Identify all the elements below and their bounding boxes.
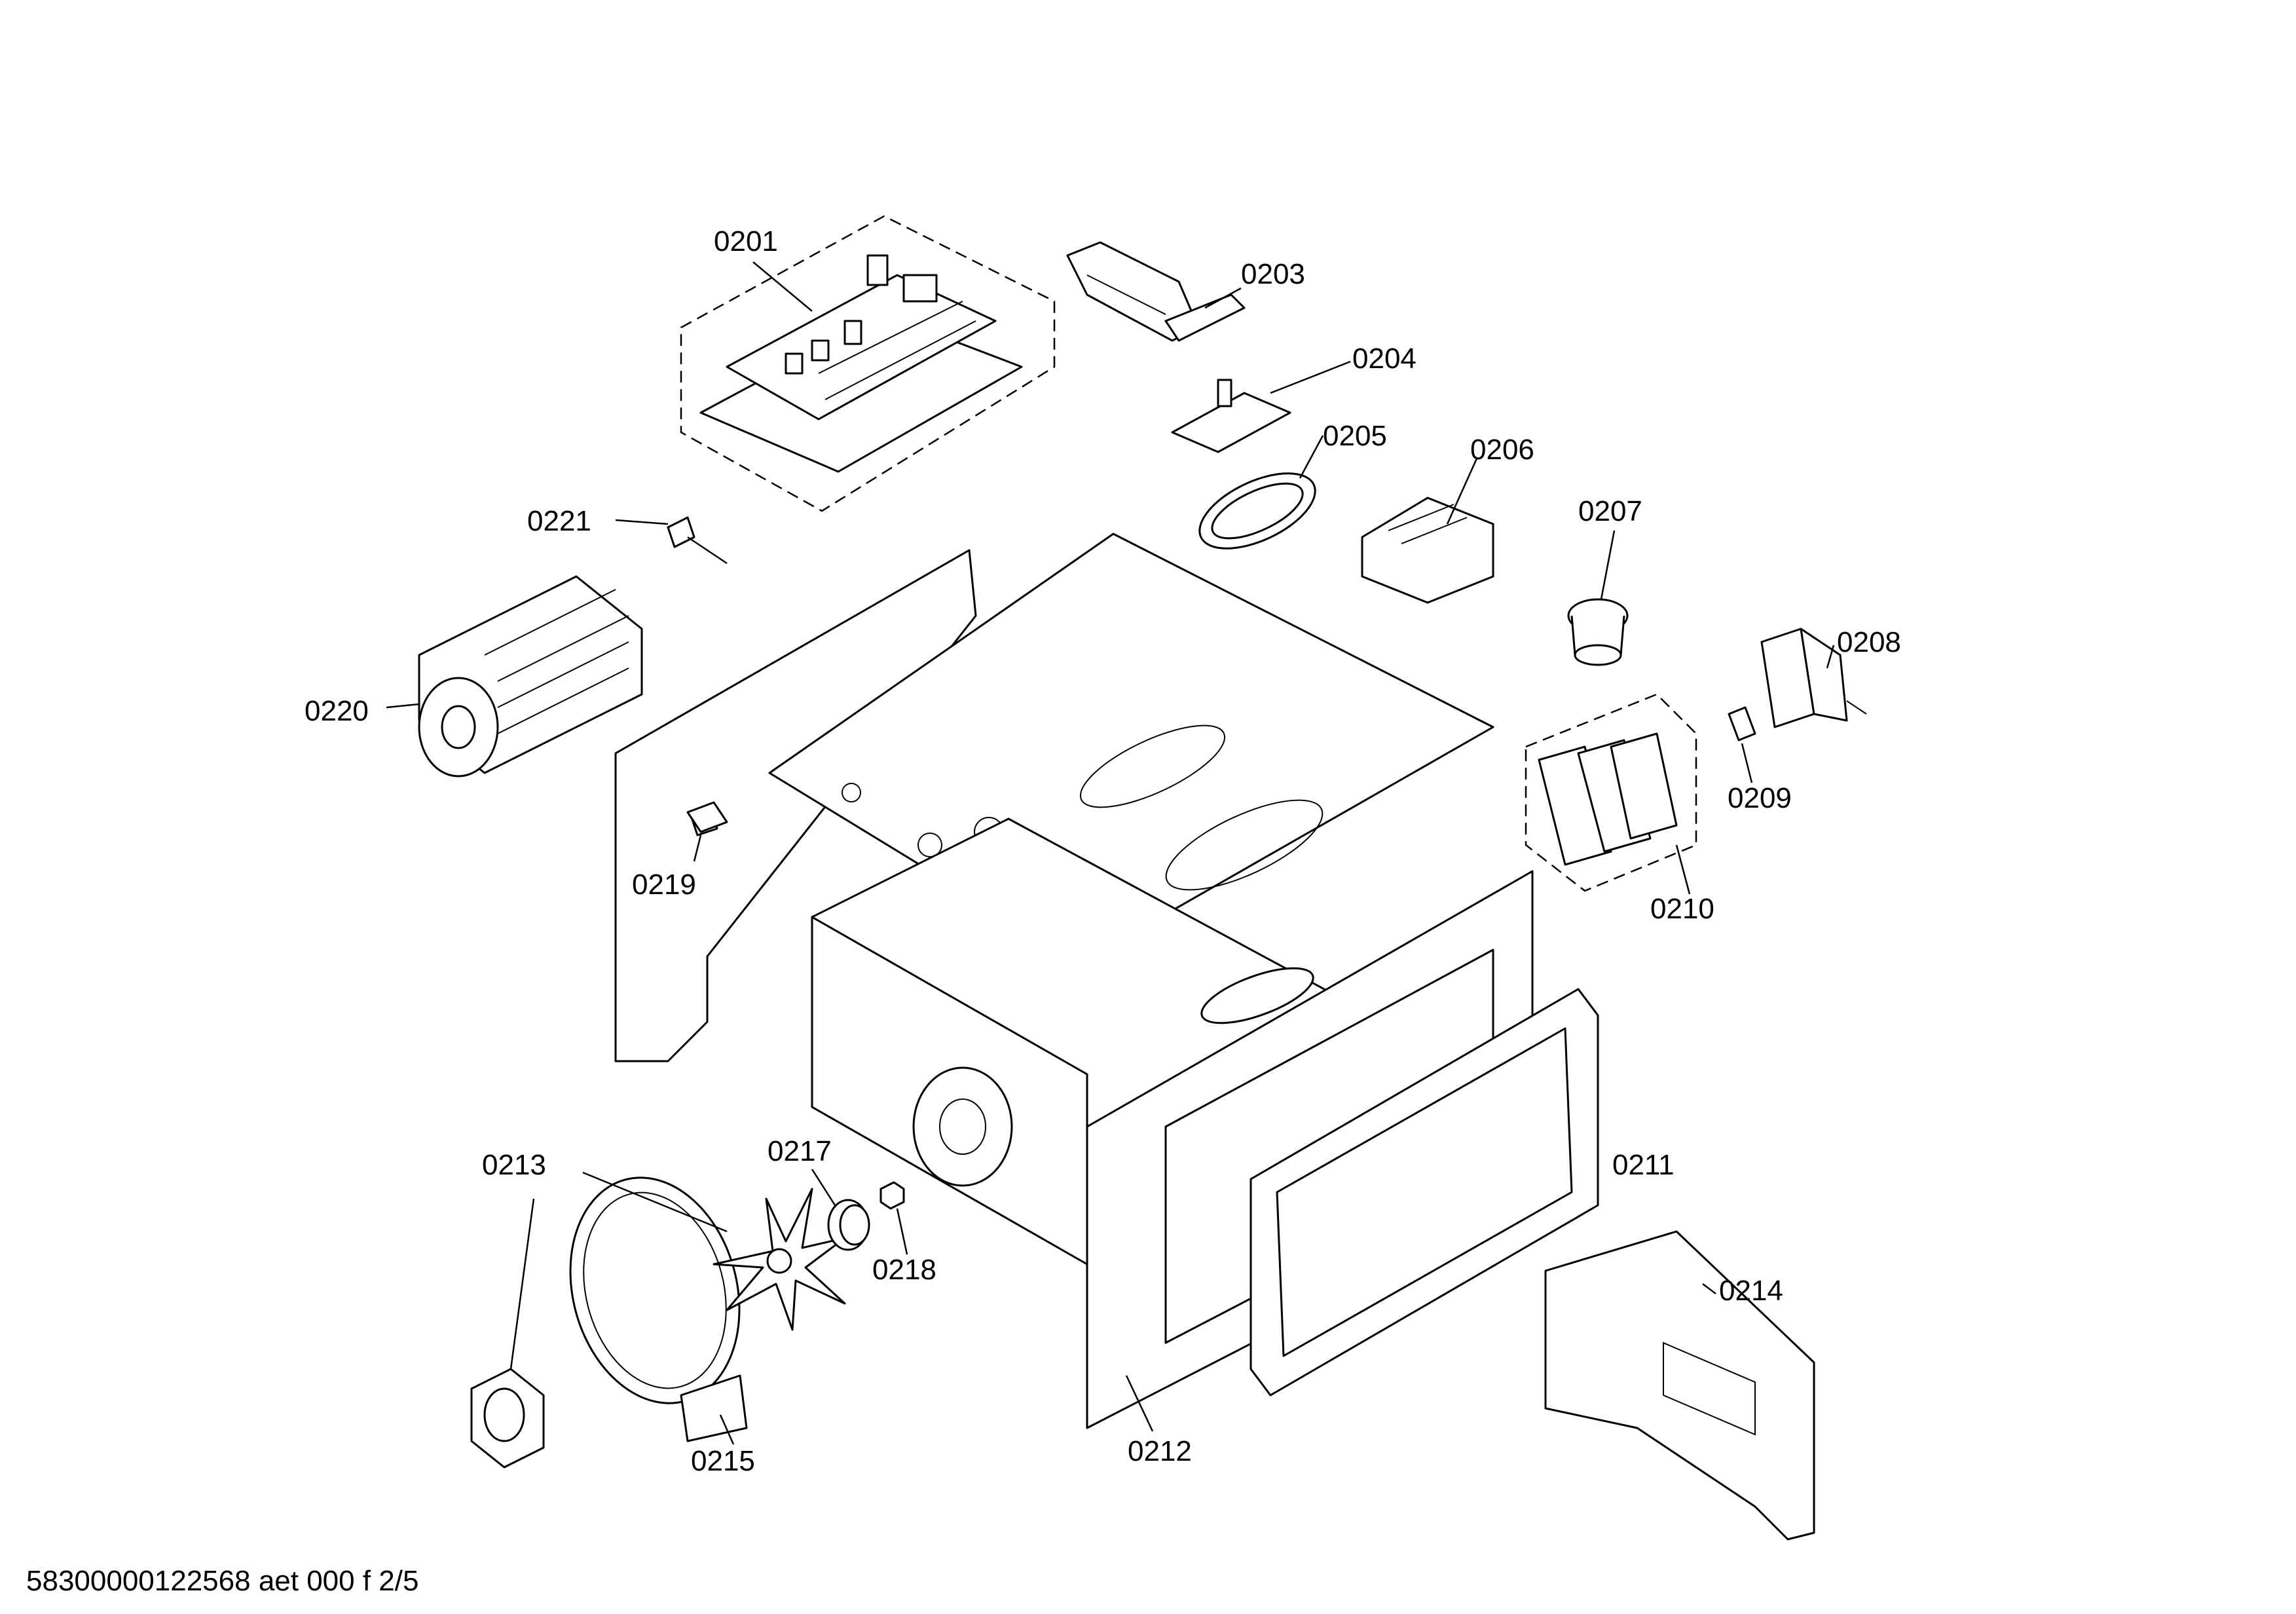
label-0220: 0220 xyxy=(305,695,369,727)
label-0206: 0206 xyxy=(1470,434,1534,466)
part-0219-clip xyxy=(686,801,728,833)
label-0218: 0218 xyxy=(872,1254,936,1286)
drawing-reference: 58300000122568 aet 000 f 2/5 xyxy=(26,1565,418,1597)
part-0211-door-seal xyxy=(1250,988,1599,1397)
part-0209-bulb xyxy=(1728,706,1756,741)
part-0205-seal xyxy=(1198,472,1316,550)
leader-lines xyxy=(386,261,1835,1445)
label-0210: 0210 xyxy=(1650,893,1714,925)
label-0208: 0208 xyxy=(1837,626,1901,658)
part-0218-nut xyxy=(880,1181,905,1210)
part-0206-terminal-block xyxy=(1361,497,1494,604)
part-labels: 0201 0203 0204 0205 0206 0207 0208 0209 … xyxy=(305,225,1901,1477)
part-0207-lamp-holder xyxy=(1567,598,1629,666)
part-0204-bracket xyxy=(1171,379,1291,453)
part-0213-fan-blade xyxy=(713,1188,846,1331)
part-0201-control-board xyxy=(680,215,1056,512)
part-0221-sensor xyxy=(667,516,728,565)
label-0211: 0211 xyxy=(1612,1149,1675,1181)
label-0214: 0214 xyxy=(1719,1275,1783,1307)
label-0204: 0204 xyxy=(1352,343,1416,375)
label-0213: 0213 xyxy=(482,1149,546,1181)
part-0213-fan-motor xyxy=(470,1368,545,1469)
label-0209: 0209 xyxy=(1728,782,1792,814)
part-0210-lamp-glass xyxy=(1525,693,1697,892)
part-0217-hub xyxy=(827,1199,870,1251)
label-0221: 0221 xyxy=(527,505,591,537)
part-0203-switch xyxy=(1066,241,1246,342)
label-0212: 0212 xyxy=(1128,1435,1192,1467)
label-0203: 0203 xyxy=(1241,258,1305,290)
part-0215-heating-element xyxy=(569,1176,748,1442)
label-0217: 0217 xyxy=(768,1135,832,1167)
label-0219: 0219 xyxy=(632,869,696,901)
part-0220-tangential-fan xyxy=(418,575,643,778)
label-0205: 0205 xyxy=(1323,420,1387,452)
label-0215: 0215 xyxy=(691,1445,755,1477)
label-0207: 0207 xyxy=(1578,495,1642,527)
part-0214-rear-cover xyxy=(1544,1230,1815,1541)
part-0208-lamp-housing xyxy=(1760,628,1867,728)
label-0201: 0201 xyxy=(714,225,778,257)
